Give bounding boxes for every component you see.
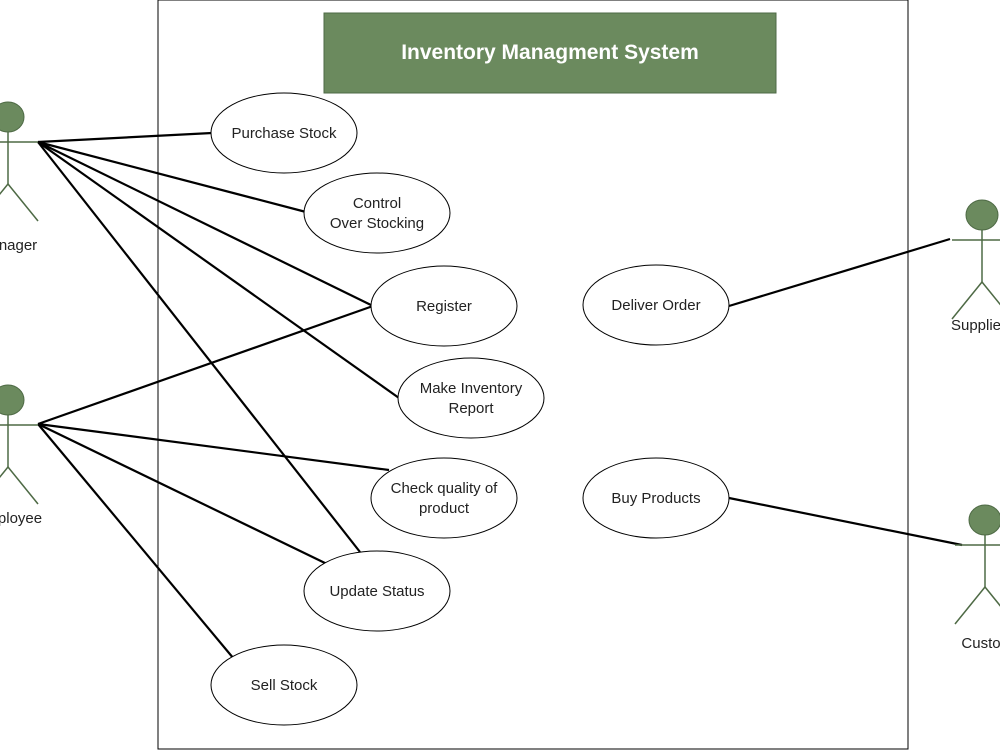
use-case-ellipse <box>303 550 451 632</box>
use-case-purchase-stock[interactable]: Purchase Stock <box>210 92 358 174</box>
system-boundary <box>157 0 909 750</box>
use-case-buy-products[interactable]: Buy Products <box>582 457 730 539</box>
use-case-sell-stock[interactable]: Sell Stock <box>210 644 358 726</box>
actor-employee[interactable]: ployee <box>0 384 42 527</box>
use-case-ellipse <box>210 644 358 726</box>
actor-manager[interactable]: nager <box>0 101 39 254</box>
actor-left-leg <box>0 183 9 196</box>
actor-customer[interactable]: Custo <box>954 504 1000 652</box>
actor-label: Supplie <box>951 317 1000 334</box>
use-case-ellipse <box>582 264 730 346</box>
use-case-label: Purchase Stock <box>231 125 337 142</box>
use-case-ellipse <box>370 457 518 539</box>
use-case-label: Over Stocking <box>330 215 424 232</box>
use-case-label: Make Inventory <box>420 380 523 397</box>
use-case-ellipse <box>370 265 518 347</box>
actor-supplier[interactable]: Supplie <box>951 199 1000 334</box>
use-case-ellipse <box>210 92 358 174</box>
actor-right-leg <box>7 183 39 222</box>
actor-label: Custo <box>961 635 1000 652</box>
association-supplier-deliver-order <box>728 237 951 308</box>
association-employee-sell-stock <box>37 423 235 660</box>
use-case-check-quality[interactable]: Check quality of product <box>370 457 518 539</box>
actor-right-leg <box>7 466 39 505</box>
system-title-box <box>323 12 777 94</box>
use-case-label: product <box>419 500 470 517</box>
actor-head-icon <box>965 199 999 231</box>
use-case-label: Deliver Order <box>611 297 700 314</box>
system-title: Inventory Managment System <box>401 41 699 64</box>
actor-left-leg <box>951 281 983 320</box>
association-customer-buy-products <box>728 496 963 547</box>
actor-right-leg <box>981 281 1000 306</box>
use-case-deliver-order[interactable]: Deliver Order <box>582 264 730 346</box>
associations-layer <box>37 131 963 660</box>
actor-head-icon <box>0 101 25 133</box>
use-case-label: Sell Stock <box>251 677 318 694</box>
actor-head-icon <box>0 384 25 416</box>
actor-head-icon <box>968 504 1000 536</box>
association-manager-update-status <box>37 141 361 553</box>
use-case-label: Register <box>416 298 472 315</box>
association-manager-register <box>37 141 374 307</box>
use-case-ellipse <box>582 457 730 539</box>
actor-left-leg <box>954 586 986 625</box>
use-case-label: Update Status <box>329 583 424 600</box>
use-case-label: Check quality of <box>391 480 499 497</box>
use-case-register[interactable]: Register <box>370 265 518 347</box>
use-case-label: Control <box>353 195 401 212</box>
association-manager-make-report <box>37 141 400 399</box>
association-employee-register <box>37 304 374 426</box>
use-case-ellipse <box>303 172 451 254</box>
actor-right-leg <box>984 586 1000 607</box>
association-manager-purchase-stock <box>37 131 213 144</box>
actor-left-leg <box>0 466 9 479</box>
use-case-ellipse <box>397 357 545 439</box>
association-employee-check-quality <box>37 422 390 472</box>
association-manager-control-stocking <box>37 140 307 214</box>
association-employee-update-status <box>37 423 328 565</box>
use-case-label: Buy Products <box>611 490 700 507</box>
actor-label: ployee <box>0 510 42 527</box>
actor-label: nager <box>0 237 37 254</box>
use-case-label: Report <box>448 400 494 417</box>
use-case-update-status[interactable]: Update Status <box>303 550 451 632</box>
